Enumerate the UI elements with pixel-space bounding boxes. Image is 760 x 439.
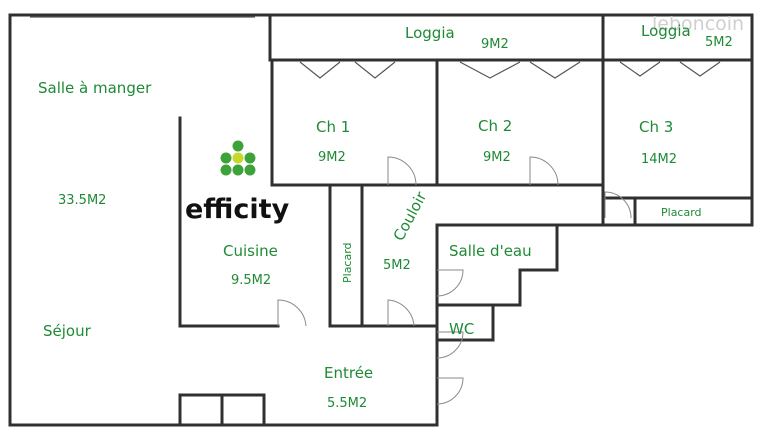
door-entree[interactable] [436,377,464,405]
door-salle-d-eau[interactable] [436,269,464,297]
entree-closet-1 [178,393,224,427]
efficity-logo-text: efficity [185,194,290,225]
label-ch2: Ch 2 [478,117,512,135]
entree-closet-2 [220,393,266,427]
area-ch2: 9M2 [483,150,511,165]
area-ch3: 14M2 [641,152,677,167]
label-loggia-1: Loggia [405,24,455,42]
area-ch1: 9M2 [318,150,346,165]
door-ch1[interactable] [387,156,417,186]
label-entree: Entrée [324,364,373,382]
label-ch3: Ch 3 [639,118,673,136]
area-salle-a-manger: 33.5M2 [58,193,106,208]
leboncoin-watermark: leboncoin [652,13,744,35]
door-ch2[interactable] [529,156,559,186]
door-wc[interactable] [436,331,464,359]
efficity-dots-icon [220,140,256,176]
wardrobe-ch1 [299,61,396,79]
outer-wall [8,13,754,427]
label-ch1: Ch 1 [316,118,350,136]
label-salle-d-eau: Salle d'eau [449,242,532,260]
area-loggia-1: 9M2 [481,37,509,52]
label-loggia-2: Loggia [641,22,691,40]
area-loggia-2: 5M2 [705,35,733,50]
label-placard-cuisine: Placard [341,242,354,283]
door-ch3[interactable] [604,191,632,219]
area-entree: 5.5M2 [327,396,367,411]
wardrobe-ch2 [459,61,581,79]
label-placard-ch3: Placard [661,206,702,219]
label-wc: WC [449,320,474,338]
area-couloir: 5M2 [383,258,411,273]
door-couloir[interactable] [387,299,415,327]
wardrobe-ch3 [619,61,721,77]
door-cuisine[interactable] [277,299,307,327]
label-cuisine: Cuisine [223,242,278,260]
area-cuisine: 9.5M2 [231,273,271,288]
label-couloir: Couloir [390,188,431,244]
label-salle-a-manger: Salle à manger [38,79,152,97]
label-sejour: Séjour [43,322,92,340]
